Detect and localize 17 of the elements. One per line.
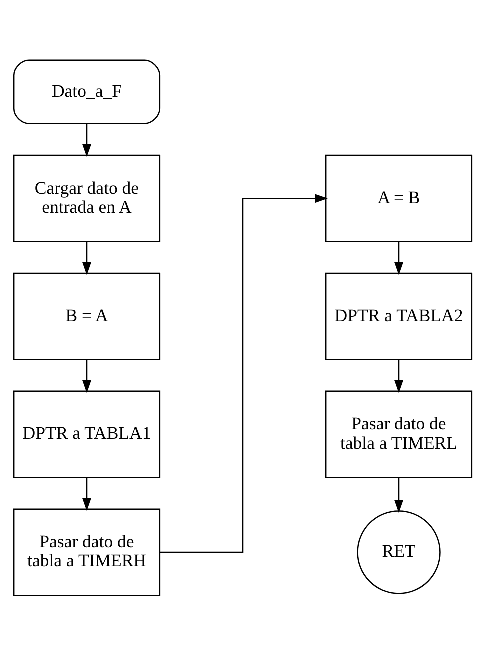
arrow	[159, 194, 328, 554]
node-box: A = B	[324, 154, 472, 242]
arrow	[394, 360, 403, 394]
arrow	[82, 242, 91, 276]
node-box: Cargar dato de entrada en A	[12, 154, 160, 242]
node-box: DPTR a TABLA2	[324, 272, 472, 360]
arrow	[394, 478, 403, 514]
node-box: Dato_a_F	[12, 60, 160, 124]
node-box: Pasar dato de tabla a TIMERH	[12, 508, 160, 596]
arrow	[82, 360, 91, 394]
node-box: B = A	[12, 272, 160, 360]
node-circle: RET	[356, 510, 440, 594]
node-box: DPTR a TABLA1	[12, 390, 160, 478]
arrow	[82, 478, 91, 512]
arrow	[82, 124, 91, 158]
arrow	[394, 242, 403, 276]
node-box: Pasar dato de tabla a TIMERL	[324, 390, 472, 478]
